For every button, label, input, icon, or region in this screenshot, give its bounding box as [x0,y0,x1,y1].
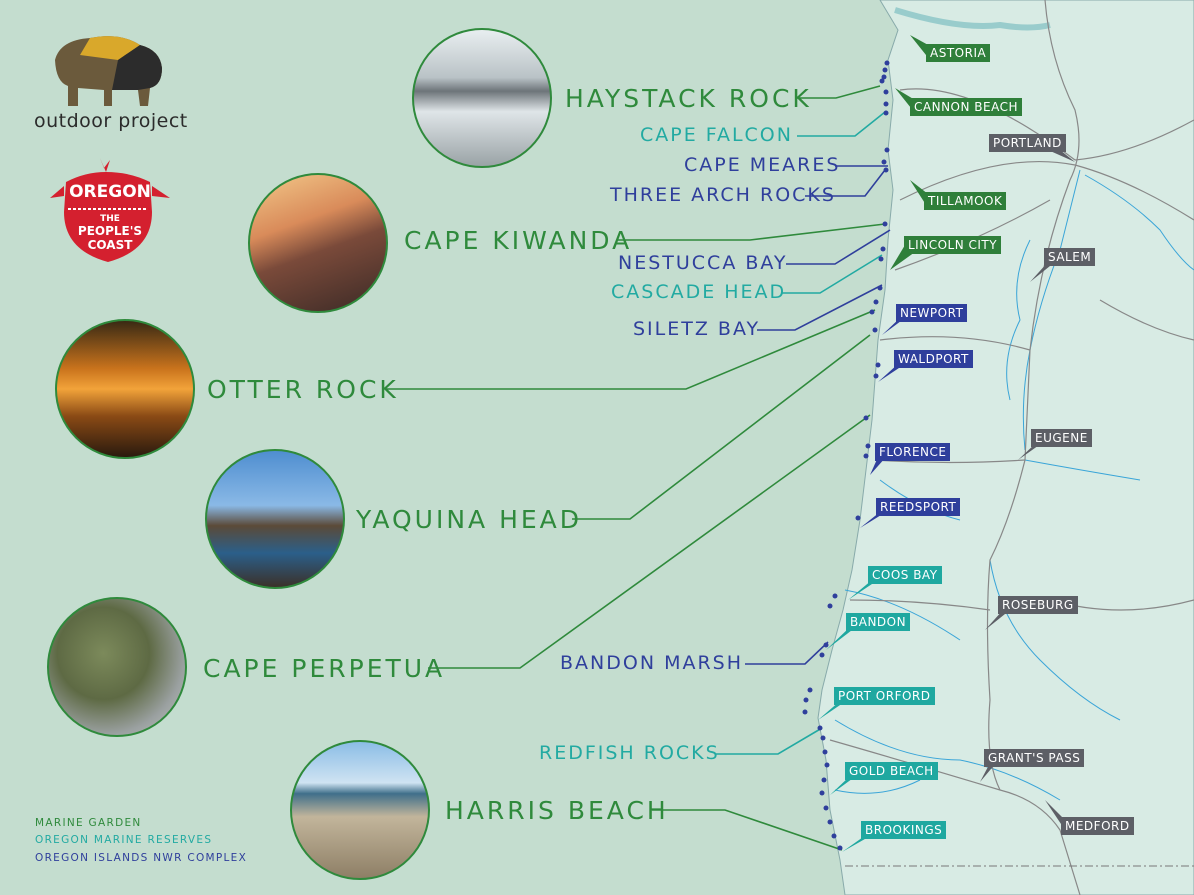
badge-line-the: THE [100,214,120,224]
site-label-redfish-rocks: REDFISH ROCKS [539,742,720,764]
site-label-cape-perpetua: CAPE PERPETUA [203,654,446,683]
photo-cape-perpetua [47,597,187,737]
city-tag-roseburg: ROSEBURG [998,596,1078,614]
site-label-cape-kiwanda: CAPE KIWANDA [404,226,633,255]
site-label-haystack-rock: HAYSTACK ROCK [565,84,812,113]
city-tag-lincoln-city: LINCOLN CITY [904,236,1002,254]
city-tag-waldport: WALDPORT [894,350,973,368]
site-label-otter-rock: OTTER ROCK [207,375,399,404]
photo-haystack-rock [412,28,552,168]
leader-nestucca-bay [786,229,891,265]
photo-yaquina-head [205,449,345,589]
outdoor-project-logo [55,36,162,106]
site-label-cascade-head: CASCADE HEAD [611,281,787,303]
badge-line-oregon: OREGON [69,182,151,202]
site-label-harris-beach: HARRIS BEACH [445,796,669,825]
city-tag-medford: MEDFORD [1061,817,1134,835]
leader-otter-rock [386,309,876,390]
leader-cape-kiwanda [618,223,886,241]
city-tag-salem: SALEM [1044,248,1096,266]
photo-otter-rock [55,319,195,459]
city-tag-brookings: BROOKINGS [861,821,947,839]
photo-cape-kiwanda [248,173,388,313]
site-label-three-arch-rocks: THREE ARCH ROCKS [610,184,836,206]
city-tag-florence: FLORENCE [875,443,951,461]
site-label-siletz-bay: SILETZ BAY [633,318,761,340]
site-dots [802,60,890,851]
leader-yaquina-head [572,334,871,520]
city-tag-astoria: ASTORIA [926,44,991,62]
oregon-peoples-coast-badge [50,158,170,262]
city-tag-cannon-beach: CANNON BEACH [910,98,1022,116]
city-tag-gold-beach: GOLD BEACH [845,762,938,780]
site-label-bandon-marsh: BANDON MARSH [560,652,744,674]
leader-cascade-head [782,254,883,294]
outdoor-project-wordmark: outdoor project [34,110,188,132]
city-tag-newport: NEWPORT [896,304,968,322]
city-tag-port-orford: PORT ORFORD [834,687,935,705]
city-tag-coos-bay: COOS BAY [868,566,942,584]
city-tag-reedsport: REEDSPORT [876,498,961,516]
legend-marine-reserves: OREGON MARINE RESERVES [35,834,213,846]
leader-cape-perpetua [428,414,871,669]
city-tag-tillamook: TILLAMOOK [924,192,1007,210]
leader-redfish-rocks [716,727,823,755]
photo-harris-beach [290,740,430,880]
site-label-yaquina-head: YAQUINA HEAD [356,505,583,534]
badge-line-peoples: PEOPLE'S [77,224,143,238]
city-tag-bandon: BANDON [846,613,911,631]
leader-harris-beach [652,809,843,851]
site-label-cape-meares: CAPE MEARES [684,154,841,176]
leader-bandon-marsh [745,641,829,665]
leader-three-arch-rocks [805,169,886,197]
legend-nwr-complex: OREGON ISLANDS NWR COMPLEX [35,852,248,864]
leader-haystack-rock [797,85,881,99]
city-tag-portland: PORTLAND [989,134,1066,152]
leader-cape-falcon [797,111,886,137]
columbia-river [894,7,1051,31]
leader-siletz-bay [757,284,883,331]
oregon-badge-text: OREGON THE PEOPLE'S COAST [50,158,170,262]
site-label-nestucca-bay: NESTUCCA BAY [618,252,788,274]
city-pointers [818,35,1075,852]
city-tag-grants-pass: GRANT'S PASS [984,749,1085,767]
city-tag-eugene: EUGENE [1031,429,1092,447]
badge-line-coast: COAST [87,238,133,252]
legend-marine-garden: MARINE GARDEN [35,817,142,829]
site-label-cape-falcon: CAPE FALCON [640,124,793,146]
